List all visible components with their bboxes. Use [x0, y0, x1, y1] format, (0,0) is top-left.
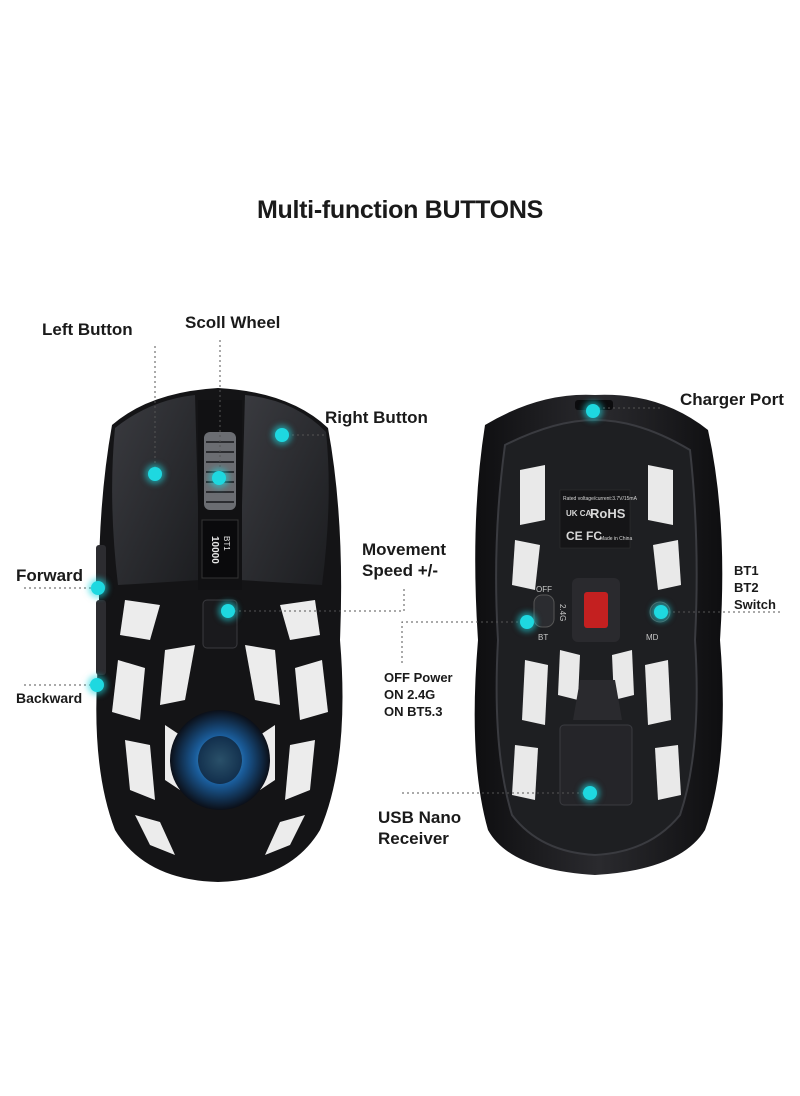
on-bt53-label: ON BT5.3 [384, 704, 443, 719]
switch-label: Switch [734, 597, 776, 612]
movement-speed-label-1: Movement [362, 540, 447, 559]
usb-nano-label-1: USB Nano [378, 808, 462, 827]
cert-made-text: Made in China [600, 536, 632, 542]
page-title: Multi-function BUTTONS [257, 196, 543, 224]
charger-port-dot [586, 404, 600, 418]
dpi-display-text: BT1 10000 [209, 536, 231, 564]
forward-label: Forward [16, 566, 84, 585]
dpi-mode-text: BT1 [222, 536, 231, 551]
certification-label: Rated voltage/current:3.7V/15mA UK CA Ro… [563, 496, 638, 543]
backward-dot [90, 678, 104, 692]
usb-nano-label-2: Receiver [378, 829, 449, 848]
charger-port-label: Charger Port [680, 390, 784, 409]
scroll-wheel-dot [212, 471, 226, 485]
forward-dot [91, 581, 105, 595]
backward-label: Backward [16, 690, 83, 706]
left-button-label: Left Button [42, 320, 133, 339]
switch-dot [654, 605, 668, 619]
cert-ukca-text: UK CA [566, 509, 592, 518]
left-button-shell [112, 395, 200, 585]
right-button-shell [240, 395, 329, 585]
switch-24g-mark: 2.4G [558, 604, 567, 621]
cert-rated-text: Rated voltage/current:3.7V/15mA [563, 496, 638, 502]
off-power-label: OFF Power [384, 670, 453, 685]
cert-cefc-text: CE FC [566, 529, 602, 543]
movement-speed-label-2: Speed +/- [362, 561, 439, 580]
right-button-label: Right Button [325, 408, 428, 427]
back-mouse [474, 394, 723, 875]
dpi-value-text: 10000 [209, 536, 220, 564]
scroll-wheel-label: Scoll Wheel [185, 313, 281, 332]
dpi-display [201, 519, 239, 579]
movement-speed-dot [221, 604, 235, 618]
switch-bt-mark: BT [538, 633, 548, 642]
power-switch-dot [520, 615, 534, 629]
bt1-label: BT1 [734, 563, 759, 578]
cert-rohs-text: RoHS [590, 506, 626, 521]
usb-receiver-dot [583, 786, 597, 800]
switch-off-mark: OFF [536, 585, 552, 594]
bt2-label: BT2 [734, 580, 759, 595]
left-button-dot [148, 467, 162, 481]
on-24g-label: ON 2.4G [384, 687, 436, 702]
switch-md-mark: MD [646, 633, 659, 642]
front-mouse [96, 388, 343, 882]
right-button-dot [275, 428, 289, 442]
